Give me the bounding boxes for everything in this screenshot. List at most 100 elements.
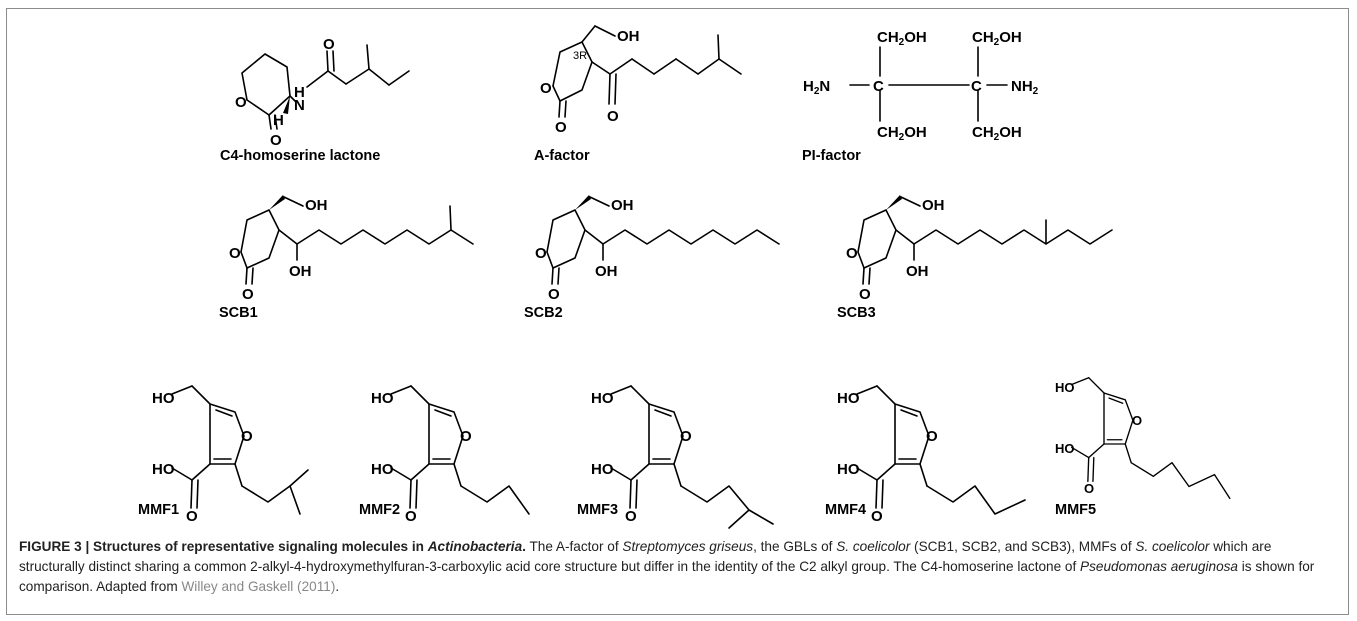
- svg-text:CH2OH: CH2OH: [877, 124, 927, 143]
- atom-label: O: [859, 286, 871, 303]
- atom-label: O: [926, 428, 938, 445]
- atom-label: O: [323, 36, 335, 53]
- subscript: 2: [814, 86, 820, 97]
- atom-label: HO: [152, 461, 175, 478]
- subscript: 2: [994, 132, 1000, 143]
- caption-title-suffix: .: [522, 539, 526, 554]
- molecule-name: MMF3: [577, 502, 618, 518]
- atom-label: O: [270, 132, 282, 149]
- atom-label: HO: [152, 390, 175, 407]
- caption-species: Pseudomonas aeruginosa: [1080, 559, 1238, 574]
- atom-label: O: [242, 286, 254, 303]
- molecule-c4-homoserine-lactone: [241, 44, 410, 130]
- subscript: 2: [994, 37, 1000, 48]
- molecule-name: MMF4: [825, 502, 866, 518]
- atom-label: O: [625, 508, 637, 525]
- atom-label: OH: [906, 263, 929, 280]
- atom-label: OH: [999, 124, 1022, 141]
- figure-caption: FIGURE 3 | Structures of representative …: [19, 537, 1339, 597]
- atom-label: HO: [371, 461, 394, 478]
- molecule-name: SCB1: [219, 305, 258, 321]
- atom-label: HO: [371, 390, 394, 407]
- molecule-pi-factor: [849, 46, 1008, 122]
- atom-label: O: [607, 108, 619, 125]
- citation-link[interactable]: Willey and Gaskell (2011): [181, 579, 336, 594]
- atom-label: O: [548, 286, 560, 303]
- molecule-mmf2: [390, 385, 530, 515]
- atom-label: HO: [1055, 441, 1075, 456]
- atom-label: O: [405, 508, 417, 525]
- caption-text: (SCB1, SCB2, and SCB3), MMFs of: [910, 539, 1136, 554]
- atom-label: O: [680, 428, 692, 445]
- atom-label: H: [294, 84, 305, 101]
- molecule-scb1: [240, 194, 474, 285]
- molecule-name: PI-factor: [802, 148, 861, 164]
- caption-title-italic: Actinobacteria: [427, 539, 523, 554]
- svg-text:CH2OH: CH2OH: [972, 124, 1022, 143]
- svg-text:CH2OH: CH2OH: [972, 29, 1022, 48]
- atom-label: O: [555, 119, 567, 136]
- atom-label: O: [540, 80, 552, 97]
- atom-label: H: [803, 78, 814, 95]
- atom-label: C: [971, 78, 982, 95]
- atom-label: O: [235, 94, 247, 111]
- atom-label: OH: [904, 124, 927, 141]
- subscript: 2: [1033, 86, 1039, 97]
- caption-text: The A-factor of: [525, 539, 623, 554]
- molecule-mmf1: [171, 385, 309, 515]
- atom-label: OH: [922, 197, 945, 214]
- atom-label: C: [873, 78, 884, 95]
- atom-label: CH: [877, 124, 899, 141]
- figure-panel: O O H N H O C4-homoserine lactone O O O …: [6, 8, 1349, 615]
- atom-label: CH: [877, 29, 899, 46]
- atom-label: O: [186, 508, 198, 525]
- molecule-mmf5: [1071, 377, 1231, 500]
- atom-label: OH: [999, 29, 1022, 46]
- caption-title: FIGURE 3 | Structures of representative …: [19, 539, 526, 554]
- atom-label: OH: [611, 197, 634, 214]
- molecule-name: MMF2: [359, 502, 400, 518]
- molecule-name: MMF1: [138, 502, 179, 518]
- caption-title-text: FIGURE 3 | Structures of representative …: [19, 539, 428, 554]
- atom-label: HO: [591, 390, 614, 407]
- atom-label: O: [535, 245, 547, 262]
- atom-label: OH: [595, 263, 618, 280]
- chemical-structures-diagram: O O H N H O C4-homoserine lactone O O O …: [138, 25, 1231, 529]
- svg-text:H2N: H2N: [803, 78, 830, 97]
- atom-label: O: [871, 508, 883, 525]
- atom-label: HO: [1055, 380, 1075, 395]
- molecule-name: A-factor: [534, 148, 590, 164]
- molecule-name: SCB2: [524, 305, 563, 321]
- caption-text: is shown for comparison. Adapted from: [19, 559, 1315, 594]
- molecule-a-factor: [552, 25, 742, 118]
- caption-species: Streptomyces griseus: [622, 539, 754, 554]
- atom-label: OH: [617, 28, 640, 45]
- atom-label: O: [1132, 413, 1142, 428]
- molecule-name: C4-homoserine lactone: [220, 148, 380, 164]
- atom-label: O: [460, 428, 472, 445]
- caption-text: , the GBLs of: [753, 539, 837, 554]
- atom-label: H: [273, 112, 284, 129]
- atom-label: NH: [1011, 78, 1033, 95]
- subscript: 2: [899, 132, 905, 143]
- molecule-mmf4: [856, 385, 1026, 515]
- subscript: 2: [899, 37, 905, 48]
- molecule-scb3: [857, 194, 1113, 285]
- atom-label: N: [819, 78, 830, 95]
- atom-label: O: [846, 245, 858, 262]
- atom-label: N: [294, 97, 305, 114]
- caption-species: S. coelicolor: [1135, 539, 1210, 554]
- atom-label: OH: [289, 263, 312, 280]
- atom-label: OH: [305, 197, 328, 214]
- svg-text:CH2OH: CH2OH: [877, 29, 927, 48]
- molecule-mmf3: [610, 385, 774, 529]
- atom-label: HO: [591, 461, 614, 478]
- caption-species: S. coelicolor: [836, 539, 911, 554]
- molecule-name: SCB3: [837, 305, 876, 321]
- atom-label: CH: [972, 29, 994, 46]
- atom-label: O: [1084, 481, 1094, 496]
- svg-text:NH2: NH2: [1011, 78, 1039, 97]
- atom-label: O: [241, 428, 253, 445]
- atom-label: O: [229, 245, 241, 262]
- stereo-label: 3R: [573, 50, 587, 62]
